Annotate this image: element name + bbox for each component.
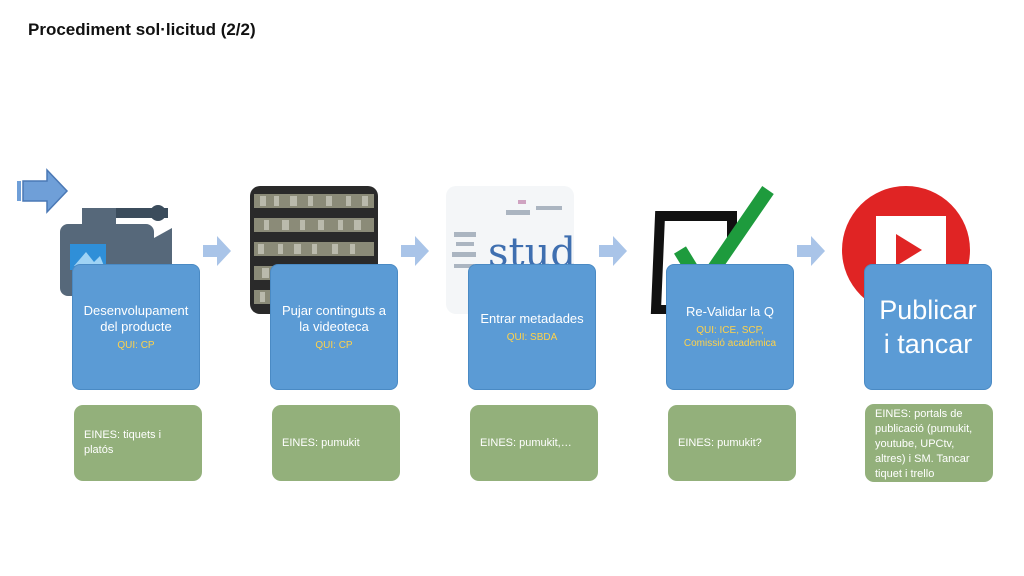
step-box-publicar: Publicar i tancar — [864, 264, 992, 390]
step-who: QUI: CP — [315, 339, 353, 351]
step-title: Pujar continguts a la videoteca — [281, 302, 387, 334]
flow-arrow-icon — [797, 236, 825, 266]
step-box-revalidar: Re-Validar la Q QUI: ICE, SCP, Comissió … — [666, 264, 794, 390]
flow-arrow-icon — [599, 236, 627, 266]
step-title: Publicar i tancar — [879, 295, 977, 359]
step-who: QUI: SBDA — [506, 331, 558, 343]
flow-arrow-icon — [203, 236, 231, 266]
start-arrow-icon — [17, 168, 69, 214]
step-title: Re-Validar la Q — [686, 304, 774, 319]
step-title: Desenvolupament del producte — [83, 302, 189, 334]
tools-box: EINES: pumukit? — [668, 405, 796, 481]
step-box-metadades: Entrar metadades QUI: SBDA — [468, 264, 596, 390]
step-box-pujar: Pujar continguts a la videoteca QUI: CP — [270, 264, 398, 390]
tools-box: EINES: portals de publicació (pumukit, y… — [865, 404, 993, 482]
flow-arrow-icon — [401, 236, 429, 266]
tools-box: EINES: tiquets i platós — [74, 405, 202, 481]
tools-box: EINES: pumukit,… — [470, 405, 598, 481]
step-box-desenvolupament: Desenvolupament del producte QUI: CP — [72, 264, 200, 390]
tools-box: EINES: pumukit — [272, 405, 400, 481]
page-title: Procediment sol·licitud (2/2) — [28, 20, 256, 39]
step-who: QUI: CP — [117, 339, 155, 351]
step-who: QUI: ICE, SCP, Comissió acadèmica — [683, 325, 777, 349]
step-title: Entrar metadades — [480, 310, 584, 326]
